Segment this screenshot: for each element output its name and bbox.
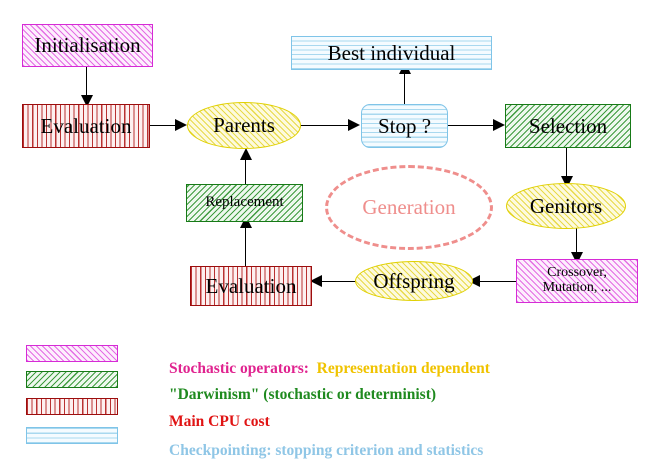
node-best-individual-label: Best individual [327,40,456,65]
legend-swatch-main-cpu-cost [26,398,118,415]
legend-swatch-checkpointing [26,427,118,444]
node-selection[interactable]: Selection [505,104,631,148]
node-genitors[interactable]: Genitors [506,183,626,229]
node-generation: Generation [325,165,493,250]
node-selection-label: Selection [528,113,608,138]
node-evaluation-bottom-label: Evaluation [205,273,297,298]
node-evaluation-top[interactable]: Evaluation [22,104,150,148]
edge-crossover-to-offspring [472,281,517,283]
node-offspring-label: Offspring [373,268,455,293]
node-generation-label: Generation [362,195,456,220]
edge-genitors-to-crossover [576,228,578,260]
node-initialisation-label: Initialisation [34,33,141,58]
arrowhead-up-parents [240,148,252,160]
edge-stop-to-selection [448,125,498,127]
legend-label-main-cpu-cost: Main CPU cost [138,395,270,449]
legend-label-checkpointing: Checkpointing: stopping criterion and st… [138,424,483,471]
arrowhead-right-selection [493,119,505,131]
node-replacement-label: Replacement [205,194,284,211]
node-crossover-mutation-label: Crossover, Mutation, ... [542,265,612,295]
legend-label-darwinism: "Darwinism" (stochastic or determinist) [138,368,436,422]
node-offspring[interactable]: Offspring [355,261,473,301]
node-genitors-label: Genitors [529,193,603,218]
edge-initialisation-to-evaluation [86,66,88,99]
edge-offspring-to-evaluation [312,281,357,283]
node-initialisation[interactable]: Initialisation [22,24,153,67]
node-evaluation-top-label: Evaluation [40,113,132,138]
legend-label-stochastic-operators-text: Stochastic operators: [169,360,309,377]
node-replacement[interactable]: Replacement [186,184,303,222]
edge-replacement-to-parents [245,158,247,185]
edge-evaluation-to-parents [150,125,178,127]
edge-selection-to-genitors [566,148,568,180]
legend-label-representation-dependent: Representation dependent [308,360,490,377]
node-stop-label: Stop ? [377,113,432,138]
node-stop[interactable]: Stop ? [361,104,448,148]
node-parents[interactable]: Parents [187,102,301,149]
edge-evaluation-to-replacement [245,225,247,267]
legend-label-stochastic-operators: Stochastic operators: Representation dep… [138,342,490,396]
node-best-individual[interactable]: Best individual [291,36,492,70]
legend-swatch-darwinism [26,371,118,388]
node-crossover-mutation[interactable]: Crossover, Mutation, ... [516,259,638,303]
legend-label-darwinism-text: "Darwinism" (stochastic or determinist) [169,386,437,403]
arrowhead-left-evaluation-bottom [310,275,322,287]
legend-label-main-cpu-cost-text: Main CPU cost [169,413,270,430]
legend-label-checkpointing-text: Checkpointing: stopping criterion and st… [169,442,484,459]
edge-stop-to-best-individual [404,72,406,105]
node-evaluation-bottom[interactable]: Evaluation [190,266,312,306]
arrowhead-right-stop [348,119,360,131]
arrowhead-right-parents [175,119,187,131]
edge-parents-to-stop [300,125,352,127]
legend-swatch-stochastic-operators [26,345,118,362]
node-parents-label: Parents [213,113,275,138]
